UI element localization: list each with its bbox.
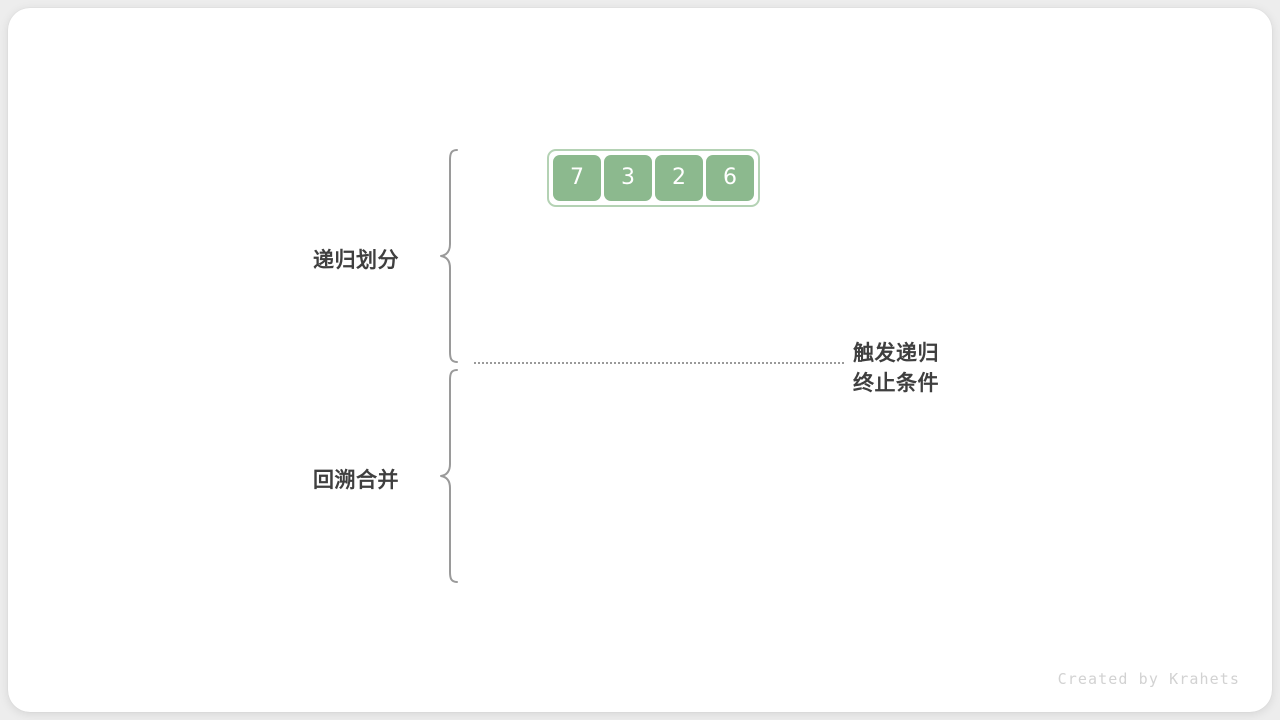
array-cell: 6	[706, 155, 754, 201]
annotation-line-2: 终止条件	[853, 371, 939, 395]
array-cell: 7	[553, 155, 601, 201]
phase-label-merge: 回溯合并	[313, 468, 399, 492]
figure-card: 7 3 2 6 递归划分 回溯合并 触发递归 终止条件 Created	[8, 8, 1272, 712]
credit-text: Created by Krahets	[1057, 670, 1240, 688]
brace-merge-phase	[438, 368, 460, 584]
phase-label-divide: 递归划分	[313, 248, 399, 272]
brace-divide-phase	[438, 148, 460, 364]
array-cell: 3	[604, 155, 652, 201]
array-cell: 2	[655, 155, 703, 201]
array-container: 7 3 2 6	[547, 149, 760, 207]
annotation-line-1: 触发递归	[853, 341, 939, 365]
dotted-divider-line	[474, 362, 844, 364]
termination-annotation: 触发递归 终止条件	[853, 338, 939, 398]
